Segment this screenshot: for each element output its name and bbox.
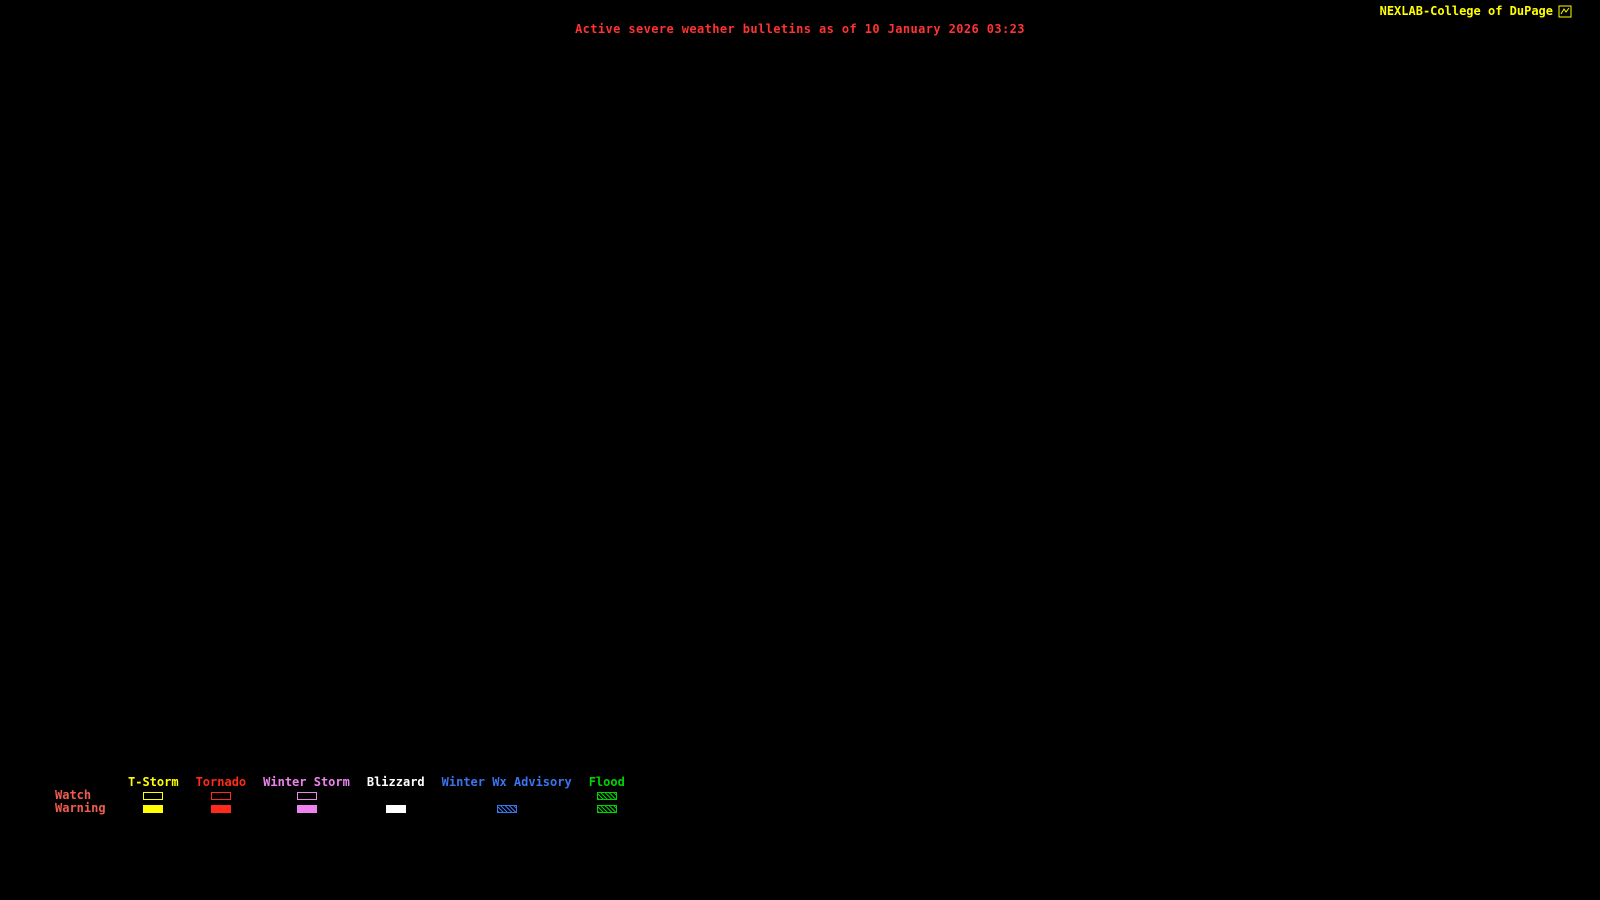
winter-wx-advisory-warning-slot bbox=[496, 802, 517, 815]
legend: Watch Warning T-Storm Tornado Winter Sto… bbox=[55, 776, 625, 815]
legend-column-tornado: Tornado bbox=[195, 775, 247, 815]
legend-column-flood: Flood bbox=[589, 776, 625, 815]
watch-row-label: Watch bbox=[55, 788, 92, 802]
branding: NEXLAB-College of DuPage bbox=[1380, 4, 1572, 18]
tornado-warning-slot bbox=[210, 802, 231, 815]
winter-storm-label: Winter Storm bbox=[263, 775, 350, 789]
legend-column-winter-storm: Winter Storm bbox=[263, 776, 350, 815]
winter-storm-watch-slot bbox=[296, 789, 317, 802]
legend-column-tstorm: T-Storm bbox=[128, 776, 179, 815]
blizzard-warning-slot bbox=[385, 802, 406, 815]
flood-warning-slot bbox=[596, 802, 617, 815]
flood-label: Flood bbox=[588, 775, 625, 789]
tstorm-warning-slot bbox=[143, 802, 164, 815]
legend-row-labels: Watch Warning bbox=[55, 776, 111, 815]
cod-logo-icon bbox=[1558, 5, 1572, 18]
warning-row-label: Warning bbox=[55, 801, 106, 815]
branding-label: NEXLAB-College of DuPage bbox=[1379, 4, 1553, 18]
legend-column-winter-wx-advisory: Winter Wx Advisory bbox=[442, 776, 572, 815]
page-title: Active severe weather bulletins as of 10… bbox=[575, 22, 1025, 36]
winter-storm-watch-box bbox=[296, 791, 317, 800]
flood-watch-box bbox=[596, 791, 617, 800]
flood-warning-box bbox=[596, 804, 617, 813]
blizzard-watch-slot bbox=[386, 789, 406, 802]
blizzard-label: Blizzard bbox=[366, 775, 425, 789]
flood-watch-slot bbox=[596, 789, 617, 802]
tornado-warning-box bbox=[210, 804, 231, 813]
blizzard-warning-box bbox=[385, 804, 406, 813]
legend-column-blizzard: Blizzard bbox=[367, 776, 425, 815]
winter-storm-warning-box bbox=[296, 804, 317, 813]
tstorm-watch-box bbox=[143, 791, 164, 800]
tornado-label: Tornado bbox=[195, 775, 247, 789]
tstorm-warning-box bbox=[143, 804, 164, 813]
winter-wx-advisory-warning-box bbox=[496, 804, 517, 813]
winter-storm-warning-slot bbox=[296, 802, 317, 815]
tornado-watch-box bbox=[210, 791, 231, 800]
winter-wx-advisory-watch-slot bbox=[497, 789, 517, 802]
tstorm-label: T-Storm bbox=[128, 775, 179, 789]
tstorm-watch-slot bbox=[143, 789, 164, 802]
winter-wx-advisory-label: Winter Wx Advisory bbox=[441, 775, 572, 789]
tornado-watch-slot bbox=[210, 789, 231, 802]
